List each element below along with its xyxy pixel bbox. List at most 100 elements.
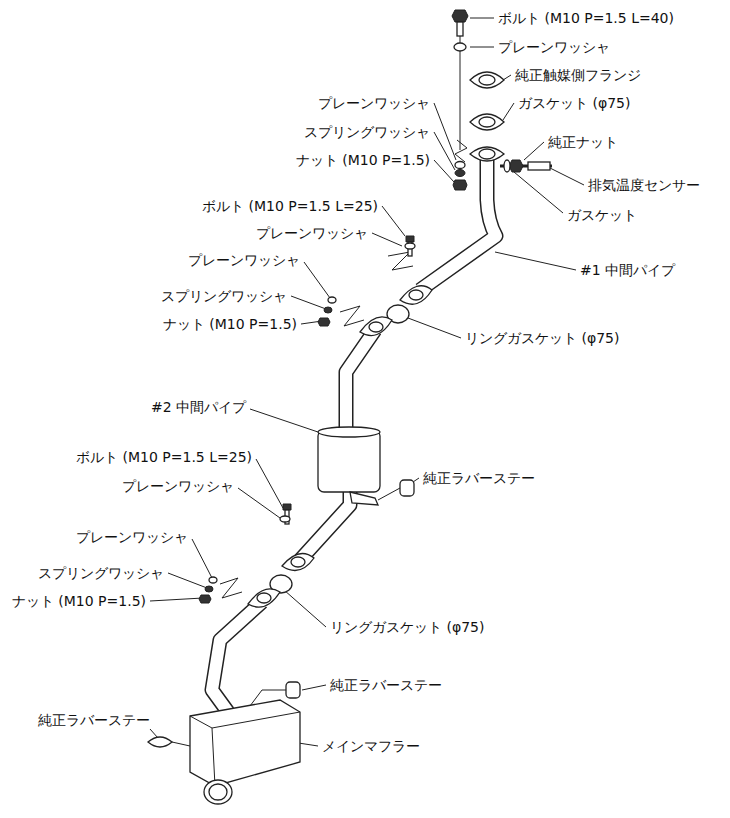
pipe-body bbox=[300, 490, 350, 560]
flange-stack bbox=[528, 162, 550, 170]
center-muffler bbox=[378, 488, 400, 500]
pipe-body bbox=[212, 602, 262, 712]
flange-stack bbox=[457, 22, 463, 36]
leader-lines bbox=[284, 590, 326, 627]
flange-joint bbox=[318, 236, 432, 336]
leader-lines bbox=[434, 160, 454, 182]
leader-lines bbox=[150, 18, 584, 746]
leader-lines bbox=[168, 573, 207, 588]
part-label: ボルト (M10 P=1.5 L=40) bbox=[498, 9, 674, 27]
center-muffler bbox=[318, 427, 380, 437]
main-muffler bbox=[250, 690, 262, 706]
flange-stack bbox=[509, 160, 523, 172]
leader-lines bbox=[524, 142, 544, 160]
part-label: スプリングワッシャ bbox=[304, 123, 430, 141]
leader-lines bbox=[470, 47, 494, 48]
leader-lines bbox=[302, 685, 326, 690]
part-label: ボルト (M10 P=1.5 L=25) bbox=[76, 448, 252, 466]
main-muffler bbox=[190, 700, 300, 786]
part-label: 純正ラバーステー bbox=[38, 711, 150, 729]
leader-lines bbox=[238, 488, 280, 518]
flange-stack bbox=[452, 10, 468, 22]
pipe-body bbox=[346, 330, 375, 432]
part-label: 純正ナット bbox=[548, 133, 618, 151]
flange-joint bbox=[205, 586, 213, 592]
flange-joint bbox=[282, 554, 314, 571]
pipe-body bbox=[346, 330, 375, 432]
part-label: 排気温度センサー bbox=[588, 176, 700, 194]
leader-lines bbox=[256, 459, 283, 508]
part-label: プレーンワッシャ bbox=[188, 251, 300, 269]
part-label: スプリングワッシャ bbox=[161, 287, 287, 305]
leader-lines bbox=[470, 18, 494, 19]
flange-stack bbox=[479, 149, 495, 159]
leader-lines bbox=[503, 75, 511, 80]
leader-lines bbox=[408, 318, 461, 338]
pipe-body bbox=[420, 156, 496, 290]
leader-lines bbox=[192, 539, 212, 578]
flange-joint bbox=[199, 595, 211, 603]
part-label: ガスケット (φ75) bbox=[518, 94, 630, 112]
flange-stack bbox=[454, 43, 466, 51]
part-label: ナット (M10 P=1.5) bbox=[163, 315, 297, 333]
flange-joint bbox=[400, 286, 432, 304]
part-label: #2 中間パイプ bbox=[151, 398, 246, 416]
flange-joint bbox=[360, 317, 392, 336]
flange-joint bbox=[328, 297, 336, 303]
part-label: ボルト (M10 P=1.5 L=25) bbox=[202, 197, 378, 215]
flange-joint bbox=[283, 504, 291, 510]
pipe-body bbox=[212, 602, 262, 712]
leader-lines bbox=[304, 262, 330, 298]
flange-stack bbox=[504, 160, 510, 172]
part-label: 純正ラバーステー bbox=[423, 469, 535, 487]
flange-joint bbox=[209, 577, 217, 583]
part-label: リングガスケット (φ75) bbox=[465, 329, 619, 347]
flange-stack bbox=[470, 114, 504, 130]
main-muffler bbox=[148, 737, 172, 747]
part-label: プレーンワッシャ bbox=[318, 94, 430, 112]
center-muffler bbox=[350, 492, 378, 505]
main-muffler bbox=[209, 784, 227, 800]
part-label: ガスケット bbox=[567, 206, 637, 224]
flange-joint bbox=[199, 504, 314, 607]
flange-joint bbox=[405, 243, 415, 249]
center-muffler bbox=[400, 480, 414, 496]
leader-lines bbox=[382, 206, 405, 236]
flange-stack bbox=[470, 147, 504, 161]
flange-joint bbox=[220, 578, 242, 598]
main-muffler bbox=[148, 682, 300, 804]
part-label: ナット (M10 P=1.5) bbox=[296, 151, 430, 169]
flange-joint bbox=[257, 593, 271, 603]
part-label: ナット (M10 P=1.5) bbox=[12, 592, 146, 610]
leader-lines bbox=[514, 172, 563, 213]
flange-joint bbox=[406, 236, 414, 242]
main-muffler bbox=[262, 690, 286, 691]
main-muffler bbox=[190, 712, 300, 728]
flange-stack bbox=[479, 117, 495, 127]
leader-lines bbox=[550, 168, 584, 185]
flange-joint bbox=[248, 589, 280, 607]
part-label: プレーンワッシャ bbox=[76, 528, 188, 546]
flange-stack bbox=[470, 72, 504, 88]
flange-joint bbox=[340, 306, 364, 326]
flange-stack bbox=[455, 162, 465, 169]
part-label: リングガスケット (φ75) bbox=[330, 618, 484, 636]
flange-stack bbox=[479, 75, 495, 85]
part-label: 純正触媒側フランジ bbox=[515, 66, 641, 84]
flange-joint bbox=[324, 307, 332, 313]
leader-lines bbox=[503, 103, 514, 120]
main-muffler bbox=[204, 780, 232, 804]
flange-joint bbox=[318, 318, 330, 326]
part-label: メインマフラー bbox=[322, 737, 420, 755]
part-label: プレーンワッシャ bbox=[256, 224, 368, 242]
flange-joint bbox=[369, 322, 383, 332]
flange-stack bbox=[455, 140, 467, 162]
part-label: スプリングワッシャ bbox=[38, 564, 164, 582]
flange-stack bbox=[453, 180, 467, 190]
leader-lines bbox=[250, 409, 318, 432]
part-label: 純正ラバーステー bbox=[330, 676, 442, 694]
part-label: プレーンワッシャ bbox=[498, 38, 610, 56]
leader-lines bbox=[150, 729, 158, 738]
